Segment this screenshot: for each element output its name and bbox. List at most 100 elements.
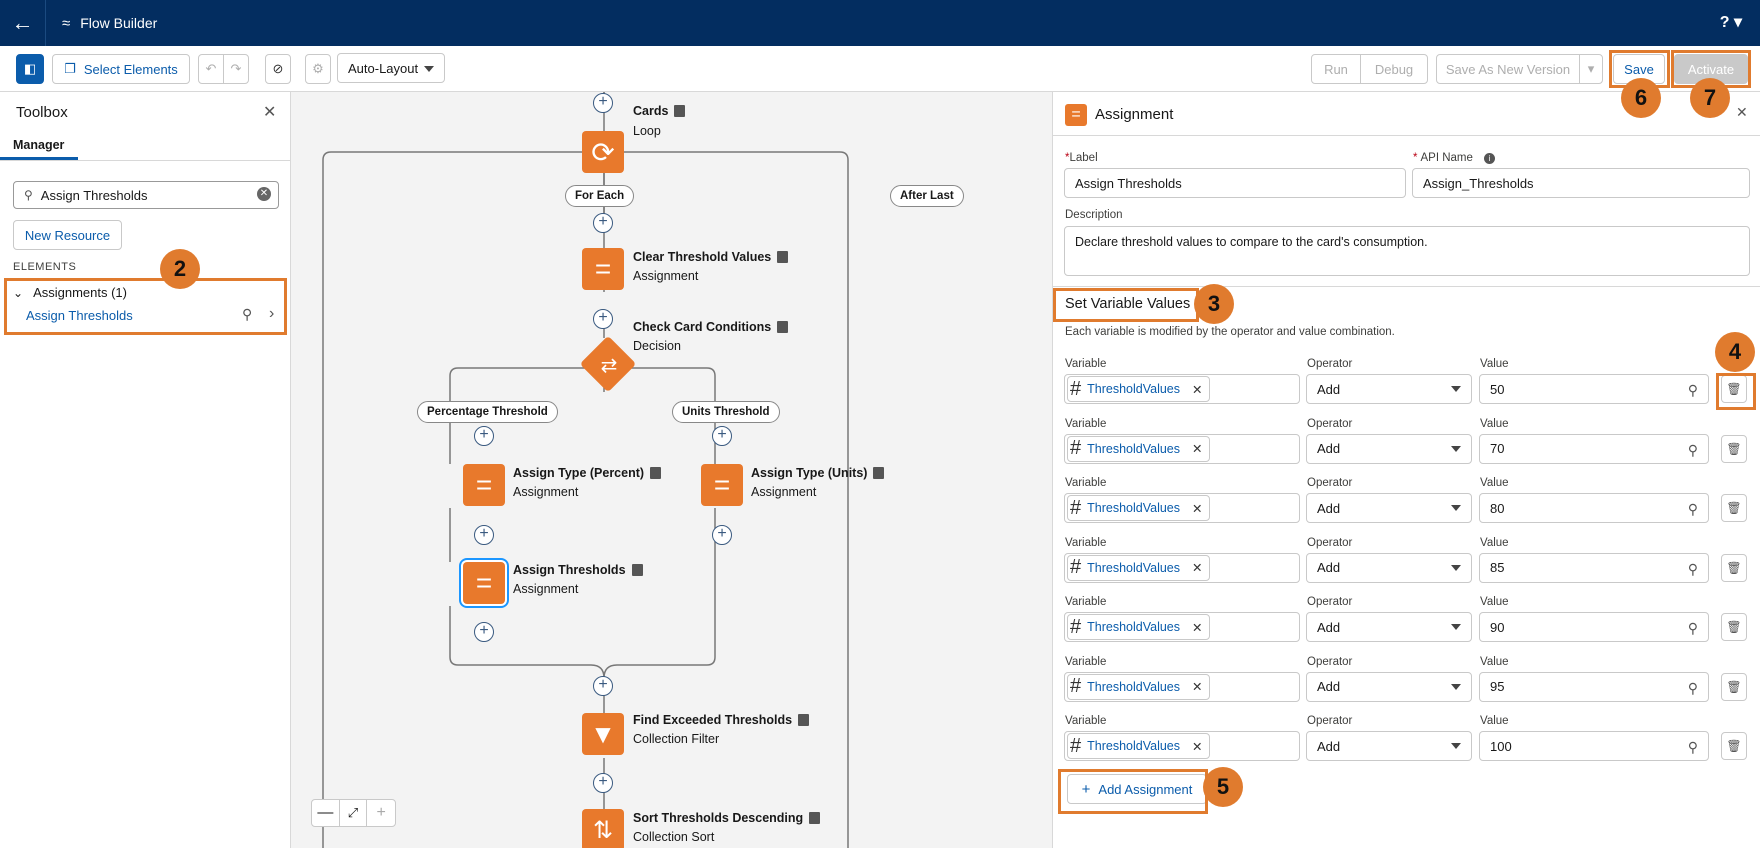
value-input[interactable]: 95⚲	[1479, 671, 1709, 702]
layout-select[interactable]: Auto-Layout	[337, 53, 445, 83]
delete-row-icon[interactable]: 🗑	[1721, 375, 1747, 403]
errors-button[interactable]: ⊘	[265, 54, 291, 84]
element-item-assign-thresholds[interactable]: Assign Thresholds ⚲ ›	[26, 305, 275, 323]
zoom-in-icon[interactable]: +	[376, 804, 386, 821]
operator-select[interactable]: Add	[1306, 552, 1472, 583]
add-element-plus[interactable]: +	[593, 213, 613, 233]
variable-token: #ThresholdValues✕	[1067, 554, 1210, 581]
assignment-node-icon-selected[interactable]: =	[463, 562, 505, 604]
section-help-text: Each variable is modified by the operato…	[1065, 326, 1395, 338]
operator-select[interactable]: Add	[1306, 671, 1472, 702]
close-panel-icon[interactable]: ✕	[1736, 104, 1748, 120]
remove-token-icon[interactable]: ✕	[1192, 501, 1203, 516]
operator-select[interactable]: Add	[1306, 612, 1472, 642]
filter-node-icon[interactable]: ▼	[582, 713, 624, 755]
add-assignment-button[interactable]: + Add Assignment	[1067, 774, 1207, 804]
remove-token-icon[interactable]: ✕	[1192, 739, 1203, 754]
value-label: Value	[1480, 596, 1509, 608]
save-menu-button[interactable]: ▾	[1579, 54, 1603, 84]
remove-token-icon[interactable]: ✕	[1192, 382, 1203, 397]
value-label: Value	[1480, 715, 1509, 727]
node-title-assign-thresholds: Assign Thresholds	[513, 563, 643, 577]
delete-row-icon[interactable]: 🗑	[1721, 613, 1747, 641]
variable-input[interactable]: #ThresholdValues✕	[1064, 612, 1300, 642]
loop-node-icon[interactable]: ⟳	[582, 131, 624, 173]
search-input[interactable]: ⚲ Assign Thresholds ✕	[13, 181, 279, 209]
tab-manager[interactable]: Manager	[0, 128, 78, 160]
assignment-node-icon[interactable]: =	[701, 464, 743, 506]
delete-row-icon[interactable]: 🗑	[1721, 553, 1747, 582]
close-icon[interactable]: ✕	[263, 104, 277, 121]
variable-input[interactable]: #ThresholdValues✕	[1064, 493, 1300, 523]
variable-input[interactable]: #ThresholdValues✕	[1064, 731, 1300, 761]
redo-button[interactable]: ↷	[223, 54, 249, 84]
value-input[interactable]: 70⚲	[1479, 433, 1709, 464]
settings-button[interactable]: ⚙	[305, 54, 331, 84]
variable-input[interactable]: #ThresholdValues✕	[1064, 552, 1300, 583]
chevron-down-icon	[1451, 683, 1461, 690]
delete-row-icon[interactable]: 🗑	[1721, 672, 1747, 701]
delete-row-icon[interactable]: 🗑	[1721, 732, 1747, 760]
fit-view-icon[interactable]: ⤢	[340, 800, 368, 826]
add-element-plus[interactable]: +	[474, 525, 494, 545]
variable-input[interactable]: #ThresholdValues✕	[1064, 671, 1300, 702]
node-sub-type-units: Assignment	[751, 485, 817, 499]
remove-token-icon[interactable]: ✕	[1192, 442, 1203, 456]
add-element-plus[interactable]: +	[474, 622, 494, 642]
add-element-plus[interactable]: +	[474, 426, 494, 446]
back-arrow-icon[interactable]: ←	[0, 0, 46, 46]
operator-select[interactable]: Add	[1306, 493, 1472, 523]
delete-row-icon[interactable]: 🗑	[1721, 494, 1747, 522]
description-icon	[674, 105, 686, 117]
operator-select[interactable]: Add	[1306, 374, 1472, 404]
zoom-out-icon[interactable]: —	[312, 800, 340, 826]
value-label: Value	[1480, 417, 1509, 430]
debug-button[interactable]: Debug	[1360, 54, 1428, 84]
sort-node-icon[interactable]: ⇅	[582, 809, 624, 848]
value-input[interactable]: 90⚲	[1479, 612, 1709, 642]
add-element-plus[interactable]: +	[593, 773, 613, 793]
add-element-plus[interactable]: +	[593, 676, 613, 696]
remove-token-icon[interactable]: ✕	[1192, 620, 1203, 635]
flow-canvas[interactable]: + ⟳ Cards Loop For Each After Last + = C…	[291, 92, 1052, 848]
label-input[interactable]: Assign Thresholds	[1064, 168, 1406, 198]
chevron-right-icon[interactable]: ›	[269, 305, 275, 322]
value-input[interactable]: 80⚲	[1479, 493, 1709, 523]
value-input[interactable]: 100⚲	[1479, 731, 1709, 761]
operator-select[interactable]: Add	[1306, 433, 1472, 464]
add-element-plus[interactable]: +	[593, 93, 613, 113]
description-textarea[interactable]: Declare threshold values to compare to t…	[1064, 226, 1750, 276]
add-element-plus[interactable]: +	[593, 309, 613, 329]
search-icon[interactable]: ⚲	[242, 306, 253, 322]
operator-label: Operator	[1307, 477, 1353, 489]
search-icon: ⚲	[1687, 620, 1698, 636]
number-variable-icon: #	[1070, 615, 1082, 638]
undo-button[interactable]: ↶	[198, 54, 224, 84]
save-as-new-version-button[interactable]: Save As New Version	[1436, 54, 1580, 84]
run-button[interactable]: Run	[1311, 54, 1361, 84]
value-input[interactable]: 50⚲	[1479, 374, 1709, 404]
info-icon[interactable]: i	[1483, 152, 1495, 164]
select-elements-button[interactable]: ❐ Select Elements	[52, 54, 190, 84]
toggle-toolbox-button[interactable]: ◧	[16, 54, 44, 84]
remove-token-icon[interactable]: ✕	[1192, 680, 1203, 694]
add-element-plus[interactable]: +	[712, 525, 732, 545]
assignments-group[interactable]: ⌄ Assignments (1)	[13, 285, 127, 300]
chevron-down-icon: ⌄	[13, 285, 24, 300]
variable-input[interactable]: #ThresholdValues✕	[1064, 433, 1300, 464]
add-element-plus[interactable]: +	[712, 426, 732, 446]
zoom-controls: — ⤢ +	[311, 799, 396, 827]
operator-select[interactable]: Add	[1306, 731, 1472, 761]
delete-row-icon[interactable]: 🗑	[1721, 434, 1747, 463]
variable-input[interactable]: #ThresholdValues✕	[1064, 374, 1300, 404]
assignment-node-icon[interactable]: =	[463, 464, 505, 506]
assignment-node-icon[interactable]: =	[582, 248, 624, 290]
api-name-input[interactable]: Assign_Thresholds	[1412, 168, 1750, 198]
search-icon: ⚲	[24, 188, 33, 202]
help-menu-icon[interactable]: ? ▾	[1719, 14, 1742, 31]
number-variable-icon: #	[1070, 377, 1082, 400]
value-input[interactable]: 85⚲	[1479, 552, 1709, 583]
clear-search-icon[interactable]: ✕	[257, 187, 271, 201]
new-resource-button[interactable]: New Resource	[13, 220, 122, 250]
remove-token-icon[interactable]: ✕	[1192, 561, 1203, 575]
